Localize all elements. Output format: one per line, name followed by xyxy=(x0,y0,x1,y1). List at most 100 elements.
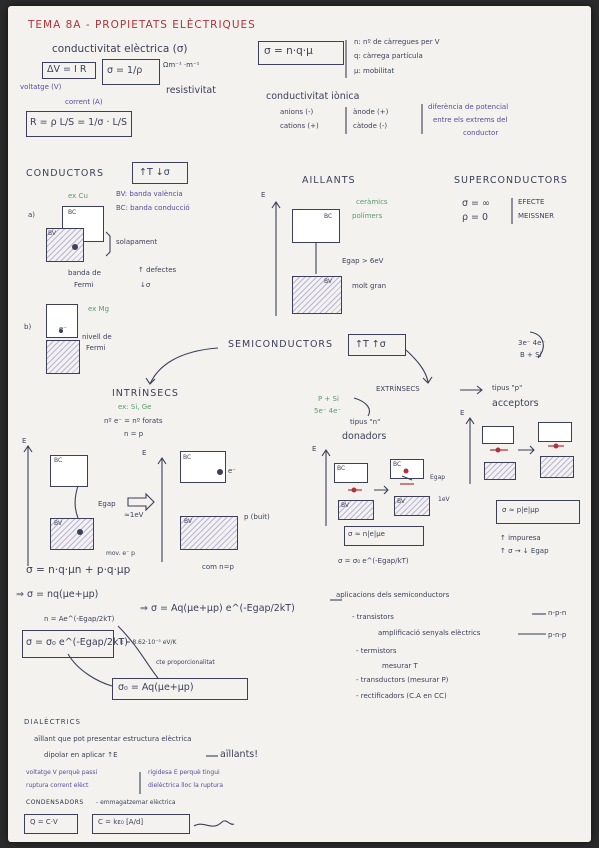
breakdown-voltage-1: voltatge V perquè passi xyxy=(26,769,98,776)
insulator-valence-band xyxy=(292,276,342,314)
intrinsic-title: INTRÍNSECS xyxy=(112,388,179,399)
intrinsic-bv-label: BV xyxy=(54,520,63,527)
voltage-label: voltatge (V) xyxy=(20,83,62,91)
impurity-label: ↑ impuresa xyxy=(500,534,541,542)
capacitance-formula: C = kε₀ [A/d] xyxy=(98,818,144,826)
bc-definition: BC: banda conducció xyxy=(116,204,190,212)
fermi-level-label-1: nivell de xyxy=(82,333,112,341)
semiconductors-trend: ↑T ↑σ xyxy=(355,339,386,350)
conductivity-title: conductivitat elèctrica (σ) xyxy=(52,43,188,55)
n-equals-p-note: com n=p xyxy=(202,563,234,571)
potential-diff-3: conductor xyxy=(463,129,499,137)
p-type-bv-2 xyxy=(540,456,574,478)
intrinsic-energy-axis: E xyxy=(22,437,27,445)
intrinsic2-axis xyxy=(157,457,167,562)
ionic-conductivity: conductivitat iònica xyxy=(266,91,360,102)
meissner-effect-2: MEISSNER xyxy=(518,212,554,220)
signature-scribble xyxy=(193,820,235,827)
donor-electron-2 xyxy=(403,468,409,474)
capacitors-desc: - emmagatzemar elèctrica xyxy=(96,799,176,806)
n-type-gap: Egap xyxy=(430,474,446,481)
sigma-main-box xyxy=(258,41,344,65)
capacitance-box xyxy=(92,814,190,834)
n-type-bv-1 xyxy=(338,500,374,520)
intrinsic-transition-arrow xyxy=(127,492,155,512)
dielectrics-title: DIALÈCTRICS xyxy=(24,718,81,726)
cu-bc-label: BC xyxy=(68,209,77,216)
cations: cations (+) xyxy=(280,122,319,130)
cu-valence-band xyxy=(46,228,84,262)
p-type-arrow xyxy=(518,445,535,455)
boron-silicon: B + Si xyxy=(520,351,542,359)
cu-bv-label: BV xyxy=(48,230,57,237)
handwritten-strokes xyxy=(23,40,564,827)
n-equals-p: n = p xyxy=(124,430,144,438)
p-type-axis xyxy=(465,417,475,484)
mg-valence-band xyxy=(46,340,80,374)
resistance-box xyxy=(26,111,132,137)
q-definition: q: càrrega partícula xyxy=(354,52,423,60)
bv-definition: BV: banda valència xyxy=(116,190,183,198)
example-cu: ex Cu xyxy=(68,192,88,200)
dielectric-strength-1: rigidesa E perquè tingui xyxy=(148,769,220,776)
app-amplification: amplificació senyals elèctrics xyxy=(378,629,481,637)
mobility-note: mov. e⁻ p xyxy=(106,550,135,557)
p-type-bc-1 xyxy=(482,426,514,444)
charge-box xyxy=(24,814,78,834)
applications-title: aplicacions dels semiconductors xyxy=(336,591,450,599)
polymers-label: polímers xyxy=(352,212,383,220)
sigma0-link xyxy=(117,625,159,679)
page-title: TEMA 8A - PROPIETATS ELÈCTRIQUES xyxy=(28,19,256,31)
anions: anions (-) xyxy=(280,108,314,116)
case-b: b) xyxy=(24,323,32,331)
app-measure-t: mesurar T xyxy=(382,662,418,670)
conductors-title: CONDUCTORS xyxy=(26,168,105,179)
insulators-note: aïllants! xyxy=(220,749,259,760)
p-type-label: tipus "p" xyxy=(492,384,523,392)
resistance-formula: R = ρ L/S = 1/σ · L/S xyxy=(30,117,128,128)
current-label: corrent (A) xyxy=(65,98,103,106)
acceptor-electron-1 xyxy=(495,447,501,453)
app-rectifiers: - rectificadors (C.A en CC) xyxy=(356,692,447,700)
conductors-trend: ↑T ↓σ xyxy=(139,167,170,178)
p-type-bv-1 xyxy=(484,462,516,480)
mu-definition: μ: mobilitat xyxy=(354,67,395,75)
sigma-down-label: ↓σ xyxy=(140,281,151,289)
sigma-inverse: σ = 1/ρ xyxy=(107,65,143,76)
example-mg: ex Mg xyxy=(88,305,110,313)
npn-label: n-p-n xyxy=(548,609,567,617)
boron-arrow xyxy=(529,331,544,359)
overlap-brace xyxy=(105,231,111,257)
n-type-bc-2-label: BC xyxy=(393,461,402,468)
intrinsic2-valence-band xyxy=(180,516,238,550)
n-type-bc-1-label: BC xyxy=(337,465,346,472)
n-type-axis xyxy=(321,449,331,526)
insulators-energy-axis: E xyxy=(261,191,266,199)
n-expression: n = Ae^(-Egap/2kT) xyxy=(44,615,115,623)
fermi-level-label-2: Fermi xyxy=(86,344,106,352)
acceptor-electron-2 xyxy=(553,443,559,449)
charge-formula: Q = C·V xyxy=(30,818,58,826)
insulator-bc-label: BC xyxy=(324,213,333,220)
sigma-temperature: σ = σ₀ e^(-Egap/kT) xyxy=(338,557,409,565)
super-rho: ρ = 0 xyxy=(462,212,489,223)
notebook-page: TEMA 8A - PROPIETATS ELÈCTRIQUES conduct… xyxy=(8,6,591,842)
n-type-gap-tick xyxy=(401,475,413,481)
app-thermistors: - termistors xyxy=(356,647,397,655)
sigma-gap-relation: ↑ σ → ↓ Egap xyxy=(500,547,549,555)
meissner-effect-1: EFECTE xyxy=(518,198,545,206)
extrinsic-title: EXTRÍNSECS xyxy=(376,385,420,393)
boron-silicon-electrons: 3e⁻ 4e⁻ xyxy=(518,339,546,347)
intrinsic2-bc-label: BC xyxy=(183,454,192,461)
intrinsic-gap-value: ≈1eV xyxy=(124,511,144,519)
intrinsic2-bv-label: BV xyxy=(184,518,193,525)
intrinsic-jump xyxy=(74,485,79,519)
semiconductors-trend-box xyxy=(348,334,406,356)
intrinsic-valence-band xyxy=(50,518,94,550)
breakdown-voltage-2: ruptura corrent elèct xyxy=(26,782,89,789)
p-type-bc-2 xyxy=(538,422,572,442)
sigma-main: σ = n·q·μ xyxy=(264,45,313,57)
anode: ànode (+) xyxy=(353,108,389,116)
phosphorus-silicon-electrons: 5e⁻ 4e⁻ xyxy=(314,407,342,415)
sigma-nq-formula: ⇒ σ = nq(μe+μp) xyxy=(16,589,99,600)
